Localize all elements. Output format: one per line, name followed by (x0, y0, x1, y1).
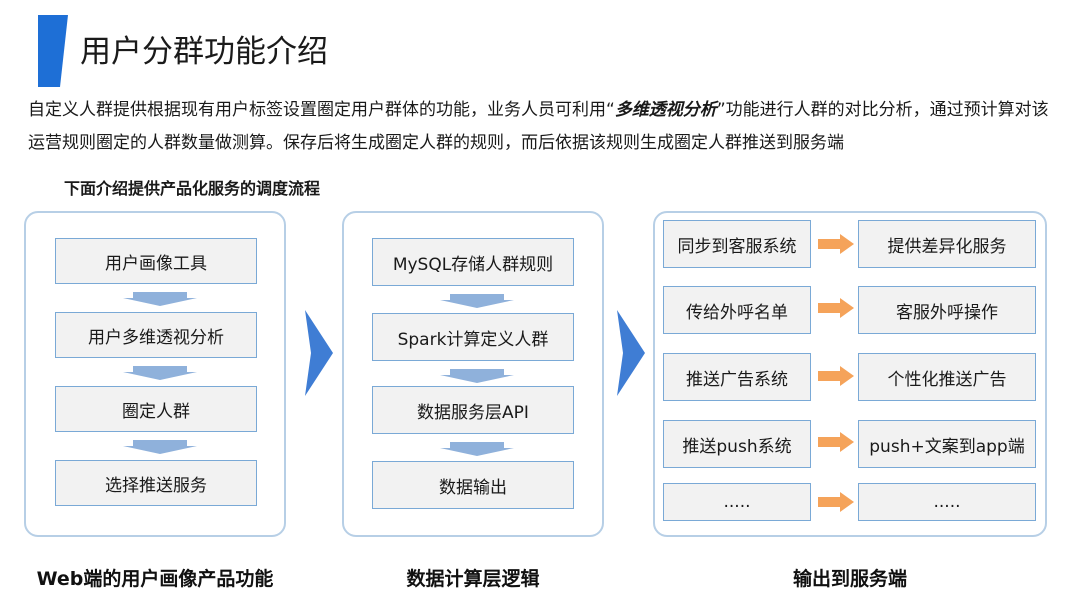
web-step: 用户画像工具 (55, 238, 257, 284)
down-arrow-icon (440, 442, 514, 456)
output-source: ..... (663, 483, 811, 521)
output-panel-caption: 输出到服务端 (792, 568, 907, 590)
compute-panel-caption: 数据计算层逻辑 (406, 568, 540, 590)
compute-step: MySQL存储人群规则 (372, 238, 574, 286)
compute-step: Spark计算定义人群 (372, 313, 574, 361)
web-step: 用户多维透视分析 (55, 312, 257, 358)
output-source: 传给外呼名单 (663, 286, 811, 334)
output-target: push+文案到app端 (858, 420, 1036, 468)
compute-step: 数据输出 (372, 461, 574, 509)
down-arrow-icon (440, 369, 514, 383)
output-target: ..... (858, 483, 1036, 521)
flow-title: 下面介绍提供产品化服务的调度流程 (64, 179, 321, 198)
output-source: 推送广告系统 (663, 353, 811, 401)
title-accent-bar (38, 15, 68, 87)
intro-text-1: 自定义人群提供根据现有用户标签设置圈定用户群体的功能，业务人员可利用“ (28, 100, 615, 120)
output-target: 个性化推送广告 (858, 353, 1036, 401)
down-arrow-icon (440, 294, 514, 308)
output-target: 客服外呼操作 (858, 286, 1036, 334)
output-target: 提供差异化服务 (858, 220, 1036, 268)
compute-step: 数据服务层API (372, 386, 574, 434)
web-step: 圈定人群 (55, 386, 257, 432)
down-arrow-icon (123, 440, 197, 454)
right-arrow-icon (818, 366, 854, 386)
web-step: 选择推送服务 (55, 460, 257, 506)
right-arrow-icon (617, 310, 645, 396)
right-arrow-icon (818, 298, 854, 318)
web-panel-caption: Web端的用户画像产品功能 (36, 568, 274, 590)
right-arrow-icon (818, 432, 854, 452)
right-arrow-icon (818, 492, 854, 512)
output-source: 同步到客服系统 (663, 220, 811, 268)
intro-text-2: ”功能进行人群的对比分析，通过预计算对该运营规则圈定的人群数量做测算。保存后将生… (28, 100, 1049, 153)
down-arrow-icon (123, 366, 197, 380)
right-arrow-icon (818, 234, 854, 254)
page-title: 用户分群功能介绍 (80, 34, 328, 70)
intro-paragraph: 自定义人群提供根据现有用户标签设置圈定用户群体的功能，业务人员可利用“多维透视分… (28, 94, 1058, 160)
right-arrow-icon (305, 310, 333, 396)
intro-highlight: 多维透视分析 (614, 100, 717, 120)
output-source: 推送push系统 (663, 420, 811, 468)
down-arrow-icon (123, 292, 197, 306)
